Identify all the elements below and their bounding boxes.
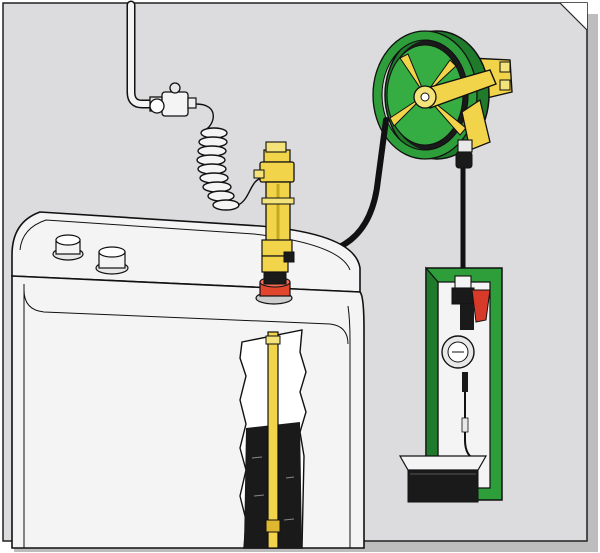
drip-tray xyxy=(400,456,486,502)
drum-bung-left-icon xyxy=(53,235,83,260)
pressure-gauge-icon xyxy=(150,99,164,113)
drum-bung-right-icon xyxy=(96,247,128,274)
oil-drum xyxy=(12,212,364,548)
suction-tube xyxy=(266,332,280,548)
